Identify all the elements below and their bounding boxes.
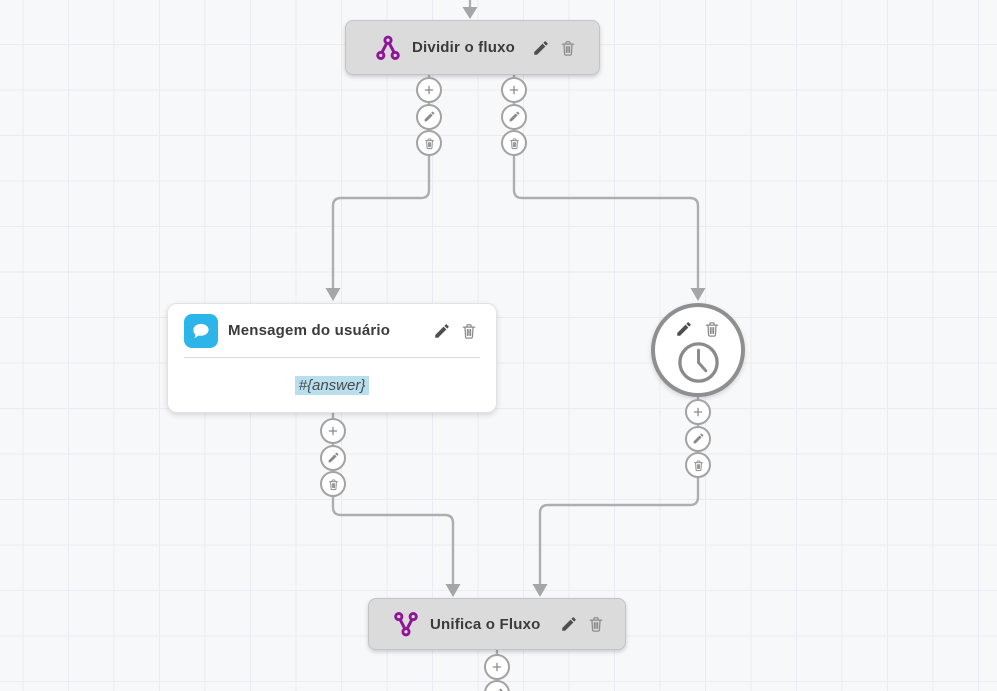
node-merge-flow[interactable]: Unifica o Fluxo <box>368 598 626 650</box>
clock-icon <box>675 339 722 391</box>
add-step-button[interactable] <box>320 418 346 444</box>
add-step-button[interactable] <box>501 77 527 103</box>
edit-branch-button[interactable] <box>685 425 711 452</box>
node-title: Unifica o Fluxo <box>430 615 541 633</box>
trash-icon[interactable] <box>460 322 478 340</box>
split-flow-icon <box>374 34 402 62</box>
delete-branch-button[interactable] <box>685 452 711 478</box>
node-user-message[interactable]: Mensagem do usuário #{answer} <box>167 303 497 413</box>
node-title: Mensagem do usuário <box>228 322 391 339</box>
trash-icon[interactable] <box>587 615 605 633</box>
delete-branch-button[interactable] <box>416 130 442 156</box>
edit-branch-button[interactable] <box>320 444 346 471</box>
add-step-button[interactable] <box>484 654 510 680</box>
node-title: Dividir o fluxo <box>412 39 516 56</box>
add-step-button[interactable] <box>685 399 711 425</box>
pencil-icon[interactable] <box>433 322 451 340</box>
node-timer[interactable] <box>651 303 745 397</box>
node-split-flow[interactable]: Dividir o fluxo <box>345 20 600 75</box>
delete-branch-button[interactable] <box>501 130 527 156</box>
delete-branch-button[interactable] <box>320 471 346 497</box>
edit-branch-button[interactable] <box>484 680 510 691</box>
divider <box>184 357 480 358</box>
pencil-icon[interactable] <box>675 320 693 338</box>
chat-bubble-icon <box>184 313 218 348</box>
edit-branch-button[interactable] <box>416 103 442 130</box>
add-step-button[interactable] <box>416 77 442 103</box>
message-variable: #{answer} <box>294 375 370 395</box>
pencil-icon[interactable] <box>560 615 578 633</box>
edit-branch-button[interactable] <box>501 103 527 130</box>
trash-icon[interactable] <box>703 320 721 338</box>
trash-icon[interactable] <box>559 39 577 57</box>
pencil-icon[interactable] <box>532 39 550 57</box>
merge-flow-icon <box>392 610 420 638</box>
